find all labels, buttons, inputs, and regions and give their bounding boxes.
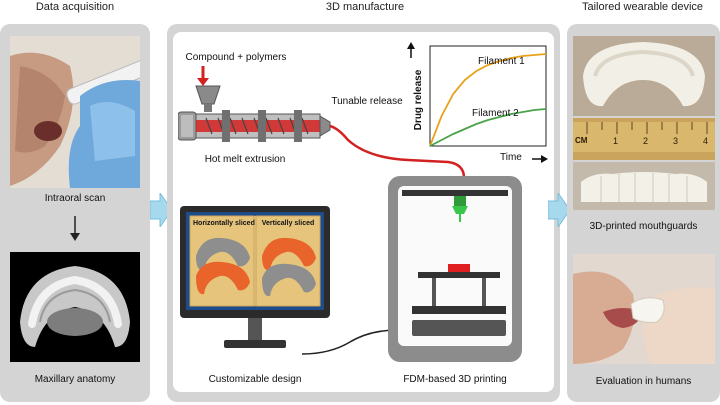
filament-path (329, 124, 466, 198)
down-arrow-icon (70, 216, 80, 241)
data-cable (301, 329, 399, 355)
plot-frame (429, 45, 547, 147)
evaluation-photo (573, 254, 715, 364)
series-line-2 (429, 108, 547, 147)
release-chart-svg: Drug release Filament 1 Filament 2 (413, 45, 547, 147)
ruler-tick-4: 4 (703, 136, 709, 146)
design-caption: Customizable design (208, 374, 302, 385)
left-section-title: Data acquisition (35, 1, 115, 13)
maxillary-anatomy-image (10, 252, 140, 362)
compound-label: Compound + polymers (185, 52, 287, 63)
right-arrow-icon (150, 193, 172, 227)
hot-melt-extruder (178, 85, 331, 142)
ruler-tick-2: 2 (643, 136, 649, 146)
design-monitor (180, 206, 330, 348)
ruler-photo: CM 1 2 3 4 (573, 118, 715, 160)
x-axis-label: Time (500, 152, 522, 163)
horizontal-slice-label: Horizontally sliced (193, 220, 255, 227)
vertical-slice-label: Vertically sliced (261, 220, 315, 227)
extrusion-caption: Hot melt extrusion (204, 154, 286, 165)
mouthguard-caption: 3D-printed mouthguards (589, 221, 698, 232)
ruler-tick-1: 1 (613, 136, 619, 146)
intraoral-scan-caption: Intraoral scan (44, 193, 106, 204)
tunable-release-label: Tunable release (331, 96, 403, 107)
series-label-2: Filament 2 (472, 108, 519, 119)
fdm-printer (388, 176, 522, 362)
release-chart: Drug release Filament 1 Filament 2 Time (404, 40, 552, 168)
printing-caption: FDM-based 3D printing (403, 374, 507, 385)
evaluation-caption: Evaluation in humans (595, 376, 692, 387)
y-axis-label: Drug release (413, 69, 424, 130)
mouthguard-top-photo (573, 36, 715, 116)
maxillary-anatomy-caption: Maxillary anatomy (34, 374, 116, 385)
feed-arrow-icon (197, 66, 209, 86)
right-section-title: Tailored wearable device (581, 1, 704, 13)
series-label-1: Filament 1 (478, 56, 525, 67)
series-line-1 (429, 53, 547, 147)
x-axis-arrow-icon (532, 155, 548, 163)
mouthguard-side-photo (573, 162, 715, 210)
ruler-tick-3: 3 (673, 136, 679, 146)
intraoral-scan-photo (10, 36, 140, 188)
middle-section-title: 3D manufacture (325, 1, 405, 13)
ruler-unit: CM (575, 136, 588, 145)
y-axis-arrow-icon (407, 42, 415, 58)
right-arrow-icon-2 (548, 193, 570, 227)
